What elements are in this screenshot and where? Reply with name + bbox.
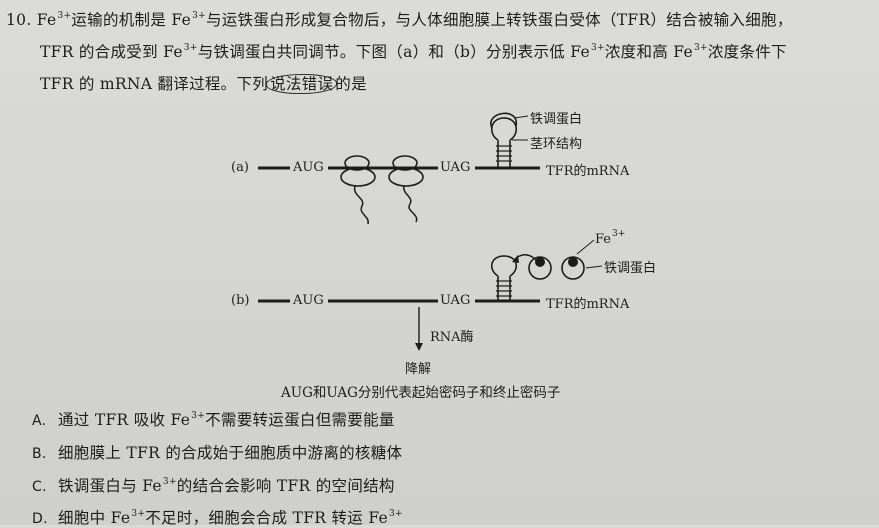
superscript: 3+ (389, 509, 403, 519)
option-text: 不足时，细胞会合成 TFR 转运 Fe (145, 509, 389, 527)
iron-regulatory-protein-label: 铁调蛋白 (604, 261, 657, 276)
rna-enzyme-label: RNA酶 (430, 330, 474, 345)
option-c[interactable]: C. 铁调蛋白与 Fe3+的结合会影响 TFR 的空间结构 (32, 474, 395, 496)
stem-text: TFR 的合成受到 Fe (40, 43, 183, 61)
stem-text: 浓度和高 Fe (604, 43, 693, 61)
option-text: 通过 TFR 吸收 Fe (58, 411, 191, 429)
label-pointer (513, 115, 529, 119)
superscript: 3+ (57, 11, 72, 21)
iron-regulatory-protein-bound-fe-icon (561, 256, 585, 280)
degradation-label: 降解 (405, 362, 432, 377)
label-pointer (576, 239, 595, 255)
option-text: 细胞中 Fe (58, 509, 131, 527)
arrowhead-icon (415, 343, 423, 351)
question-stem-line-2: TFR 的合成受到 Fe3+与铁调蛋白共同调节。下图（a）和（b）分别表示低 F… (40, 40, 787, 62)
fe-label: Fe3+ (595, 229, 626, 247)
stem-text: TFR 的 mRNA 翻译过程。下列 (40, 75, 269, 93)
option-letter: D. (32, 511, 48, 527)
superscript: 3+ (590, 43, 605, 53)
superscript: 3+ (192, 11, 206, 21)
superscript: 3+ (131, 509, 146, 519)
tfr-mrna-label: TFR的mRNA (546, 297, 630, 312)
iron-regulatory-protein-icon (490, 112, 517, 129)
handwritten-circle-mark: 说法错误 (266, 74, 338, 94)
start-codon-label: AUG (293, 160, 324, 175)
option-letter: B. (32, 446, 47, 462)
stem-text: 的是 (335, 75, 367, 93)
diagram-a-label: (a) (231, 160, 249, 175)
option-text: 不需要转运蛋白但需要能量 (205, 411, 395, 429)
diagram-a (258, 112, 540, 225)
option-letter: A. (32, 413, 47, 429)
diagram-caption: AUG和UAG分别代表起始密码子和终止密码子 (281, 385, 561, 401)
stem-loop-icon (491, 117, 517, 168)
label-pointer (585, 265, 603, 269)
tfr-mrna-label: TFR的mRNA (546, 164, 630, 179)
superscript: 3+ (693, 43, 708, 53)
question-stem-line-1: 10. Fe3+运输的机制是 Fe3+与运铁蛋白形成复合物后，与人体细胞膜上转铁… (6, 8, 793, 30)
diagram-b (258, 239, 603, 351)
stem-text: 与铁调蛋白共同调节。下图（a）和（b）分别表示低 Fe (197, 43, 590, 61)
stop-codon-label: UAG (440, 160, 471, 175)
polypeptide-chain-icon (353, 185, 369, 225)
option-d[interactable]: D.细胞中 Fe3+不足时，细胞会合成 TFR 转运 Fe3+ (32, 506, 403, 528)
iron-regulatory-protein-label: 铁调蛋白 (530, 112, 583, 127)
superscript: 3+ (191, 411, 206, 421)
option-text: 的结合会影响 TFR 的空间结构 (176, 477, 395, 495)
stem-text: 与运铁蛋白形成复合物后，与人体细胞膜上转铁蛋白受体（TFR）结合被输入细胞， (205, 11, 793, 29)
diagram-b-label: (b) (231, 293, 250, 308)
iron-regulatory-protein-bound-fe-icon (528, 256, 552, 280)
superscript: 3+ (162, 477, 177, 487)
polypeptide-chain-icon (403, 185, 418, 223)
stop-codon-label: UAG (440, 293, 471, 308)
stem-text: 浓度条件下 (707, 43, 787, 61)
option-text: 细胞膜上 TFR 的合成始于细胞质中游离的核糖体 (58, 444, 403, 462)
question-stem-line-3: TFR 的 mRNA 翻译过程。下列说法错误的是 (40, 72, 367, 94)
stem-text: 运输的机制是 Fe (71, 11, 192, 29)
stem-loop-icon (491, 255, 517, 301)
question-number: 10. (6, 11, 32, 29)
arrowhead-icon (512, 255, 519, 263)
ribosome-icon (340, 155, 376, 225)
superscript: 3+ (183, 43, 198, 53)
option-b[interactable]: B. 细胞膜上 TFR 的合成始于细胞质中游离的核糖体 (32, 441, 402, 463)
option-a[interactable]: A. 通过 TFR 吸收 Fe3+不需要转运蛋白但需要能量 (32, 408, 395, 430)
option-letter: C. (32, 479, 47, 495)
stem-loop-label: 茎环结构 (530, 137, 583, 152)
stem-text: Fe (36, 11, 57, 29)
ribosome-icon (388, 155, 424, 223)
option-text: 铁调蛋白与 Fe (58, 477, 162, 495)
start-codon-label: AUG (293, 293, 324, 308)
